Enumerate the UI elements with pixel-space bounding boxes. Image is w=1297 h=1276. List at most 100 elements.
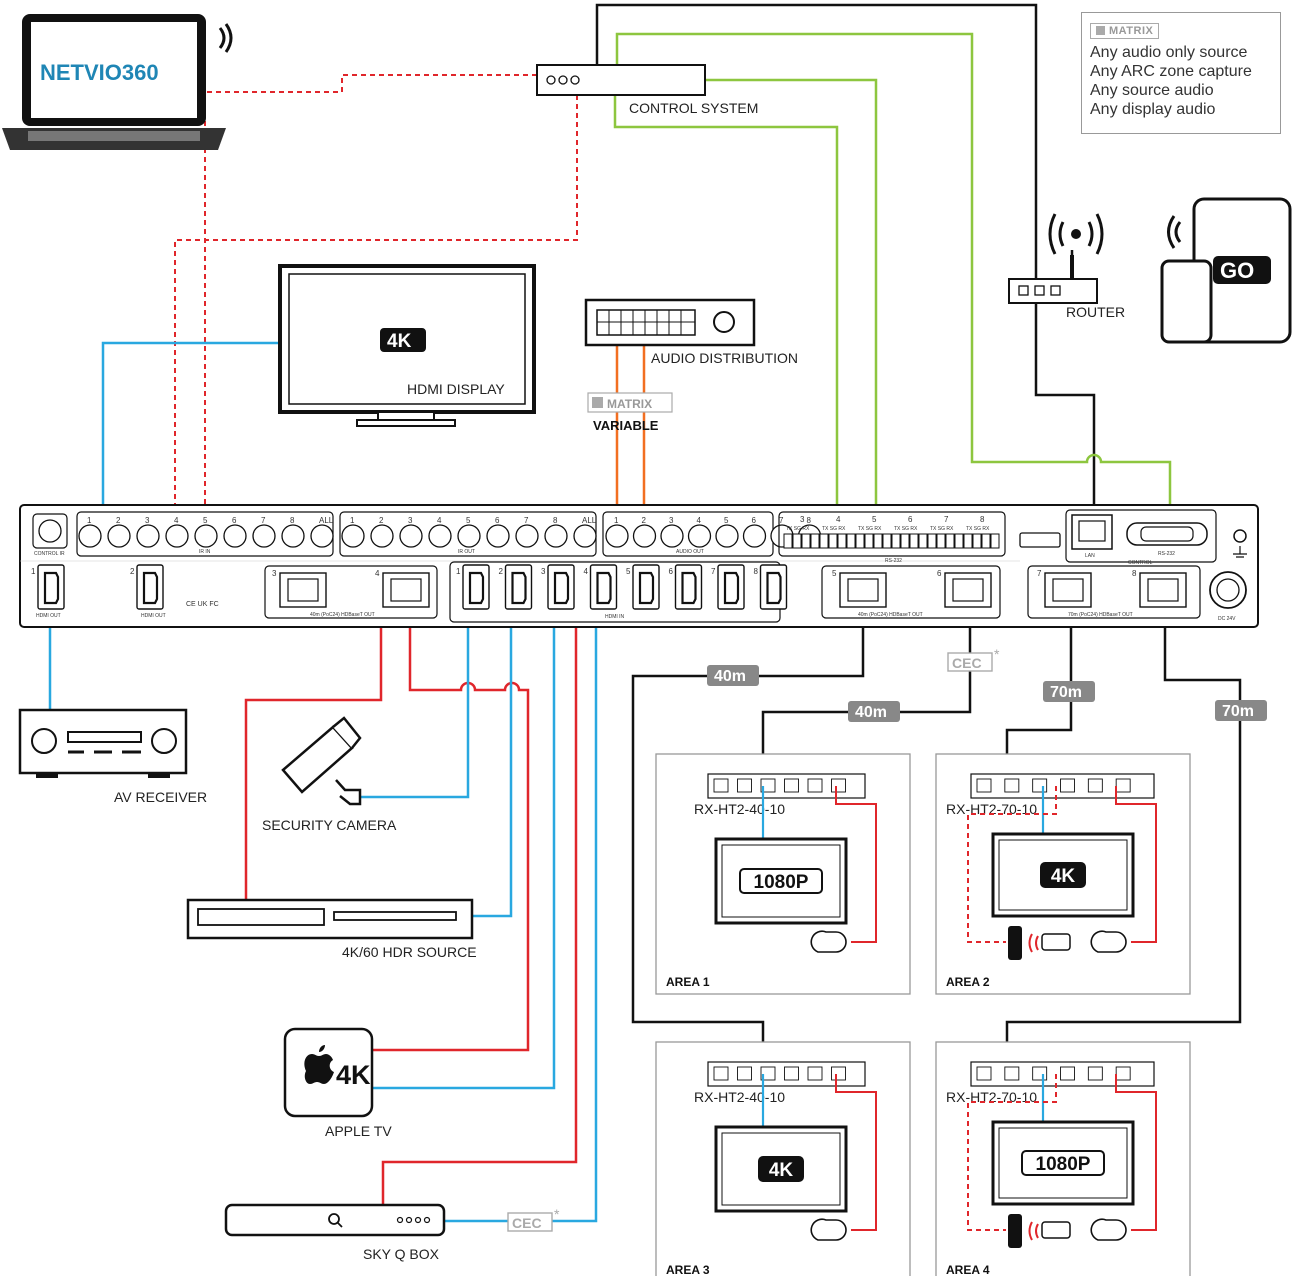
apple-icon (304, 1045, 334, 1084)
resolution-text: 1080P (754, 872, 809, 893)
terminal-pin (783, 533, 793, 549)
area-ir-wire (1115, 786, 1157, 943)
control-led-3 (570, 75, 580, 85)
cec-badge-text: CEC (952, 655, 982, 671)
control-led-2 (558, 75, 568, 85)
jack (742, 524, 767, 548)
port-number: 7 (1037, 569, 1042, 578)
distance-badge-text: 70m (1050, 684, 1082, 701)
distance-badge-text: 40m (714, 668, 746, 685)
receiver-port (1032, 1066, 1048, 1081)
jack (573, 524, 597, 548)
router-signal-arcs (1048, 213, 1104, 255)
port-number: 6 (669, 567, 674, 576)
sky-led-1 (396, 1216, 404, 1224)
skyq-ir-wire (381, 540, 578, 1205)
legend-item: Any ARC zone capture (1090, 63, 1252, 80)
remote-icon (1041, 933, 1071, 951)
receiver-port (1115, 778, 1131, 793)
terminal-pin (873, 533, 883, 549)
distance-badge-box (1215, 700, 1267, 721)
legend-item: Any audio only source (1090, 44, 1248, 61)
jack (165, 524, 189, 548)
jack (78, 524, 102, 548)
port-number: 8 (1132, 569, 1137, 578)
matrix-tag-box (587, 392, 673, 413)
jack (687, 524, 712, 548)
jack (660, 524, 684, 548)
camera-hood (332, 716, 362, 749)
sky-led-4 (423, 1216, 431, 1224)
jack-number: 7 (524, 516, 529, 525)
security-camera-label: SECURITY CAMERA (262, 817, 397, 833)
terminal-pin (846, 533, 856, 549)
avr-display (67, 731, 142, 743)
distance-badge-text: 70m (1222, 703, 1254, 720)
jack (310, 524, 334, 548)
rj45-port (1139, 572, 1187, 608)
ir-receiver-eye (1090, 1218, 1127, 1241)
cec-badge-box (507, 1212, 553, 1232)
receiver-port (1087, 1066, 1103, 1081)
avr-knob-right (151, 728, 177, 754)
rs232-pin-labels: TX SG RX (822, 526, 846, 532)
jack (107, 524, 131, 548)
control-system-box (536, 64, 706, 96)
cec-asterisk: * (554, 1206, 560, 1222)
hdr-display (333, 911, 457, 921)
control-system-device: CONTROL SYSTEM (536, 64, 758, 116)
hdbt-40-label-a: 40m (PoC24) HDBaseT OUT (310, 612, 375, 618)
port-number: 6 (937, 569, 942, 578)
hdmi-connector (43, 571, 60, 605)
receiver-port (737, 1066, 752, 1081)
ground-screw (1233, 529, 1247, 543)
camera-mount (335, 779, 362, 806)
jack-number: 5 (203, 516, 208, 525)
distance-badge-box (707, 665, 759, 686)
router-signal-icon (1071, 229, 1081, 239)
ir-emitter (1008, 926, 1022, 960)
avr-foot-left (36, 773, 58, 778)
hdmi-display-label: HDMI DISPLAY (407, 381, 505, 397)
display-foot (356, 419, 456, 427)
port-number: 5 (626, 567, 631, 576)
router-box (1008, 278, 1098, 304)
area-display-inner (998, 1127, 1128, 1199)
terminal-pin (828, 533, 838, 549)
distance-badge-box (848, 701, 900, 722)
hdbt-70-label: 70m (PoC24) HDBaseT OUT (1068, 612, 1133, 618)
rj45-port (944, 572, 992, 608)
cec-badge-hdbt: CEC * (947, 646, 1000, 672)
jack-number: 2 (379, 516, 384, 525)
hdmi-out-label-2: HDMI OUT (141, 613, 166, 619)
av-receiver-label: AV RECEIVER (114, 789, 207, 805)
jack-number: 5 (466, 516, 471, 525)
ir-receiver-eye (1090, 930, 1127, 953)
jack-number: 6 (752, 516, 757, 525)
rs232-group-number: 8 (980, 515, 985, 524)
jack-number: 4 (174, 516, 179, 525)
hdbt-5-wire (631, 620, 865, 1080)
receiver-port (760, 778, 776, 793)
phone (1160, 259, 1213, 344)
rs232-group-number: 5 (872, 515, 877, 524)
audio-amp-knob (713, 311, 735, 333)
display-4k-badge (380, 328, 426, 352)
receiver-port (713, 778, 729, 793)
rs232-port-inner (1140, 526, 1194, 542)
rs232-pin-labels: TX SG RX (858, 526, 882, 532)
legend-item: Any display audio (1090, 101, 1216, 118)
router-port-1 (1018, 285, 1029, 296)
avr-knob-left (31, 728, 57, 754)
variable-label: VARIABLE (593, 418, 659, 433)
terminal-pin (801, 533, 811, 549)
wifi-icon (218, 23, 233, 53)
control-ir-label: CONTROL IR (34, 551, 65, 557)
cec-asterisk: * (994, 646, 1000, 662)
hdmi-display-device: 4K HDMI DISPLAY (278, 264, 536, 427)
area-ir-dashed-wire (967, 1074, 1057, 1231)
terminal-pin (837, 533, 847, 549)
